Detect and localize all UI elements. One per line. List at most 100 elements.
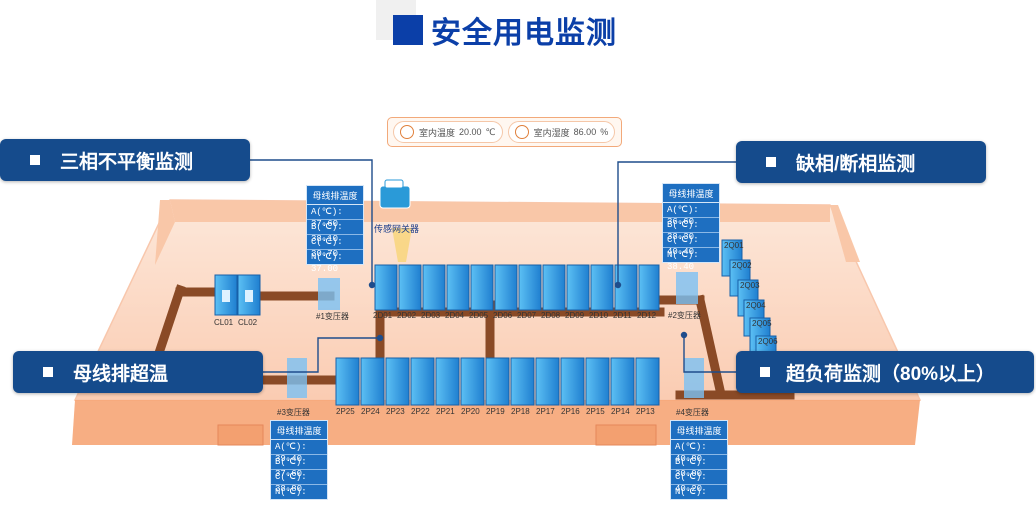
phase-a-temp: A(℃): 37.60	[307, 205, 363, 229]
cabinet-label: 2P23	[386, 407, 405, 416]
cabinet-2p17	[535, 357, 560, 406]
cabinet-label: 2D06	[493, 311, 513, 320]
title-square-icon	[393, 15, 423, 45]
busbar-temp-box-4: 母线排温度 A(℃): 40.80 B(℃): 30.00 C(℃): 40.2…	[670, 420, 728, 509]
phase-a-temp: A(℃): 39.40	[271, 440, 327, 464]
cabinet-2p19	[485, 357, 510, 406]
cabinet-2d10	[590, 264, 614, 311]
cabinet-label: 2P13	[636, 407, 655, 416]
temperature-pill: 室内温度 20.00 ℃	[393, 121, 503, 143]
callout-text: 母线排超温	[73, 363, 169, 385]
bullet-square-icon	[30, 155, 40, 165]
callout-text: 三相不平衡监测	[60, 151, 194, 173]
humidity-icon	[514, 125, 529, 139]
cabinet-label: 2D12	[637, 311, 657, 320]
cabinet-label: 2P19	[486, 407, 505, 416]
transformer-4	[684, 358, 704, 398]
cabinet-2p13	[635, 357, 660, 406]
label-2q05: 2Q05	[752, 319, 772, 328]
callout-text: 超负荷监测（80%以上）	[786, 363, 996, 385]
cabinet-label: 2D11	[613, 311, 632, 320]
temp-box-title: 母线排温度	[271, 421, 327, 440]
busbar-temp-box-2: 母线排温度 A(℃): 36.60 B(℃): 38.30 C(℃): 40.4…	[662, 183, 720, 272]
environment-readout: 室内温度 20.00 ℃ 室内湿度 86.00 %	[387, 117, 622, 147]
cabinet-label: 2P18	[511, 407, 530, 416]
cabinet-2p14	[610, 357, 635, 406]
cabinet-label: 2P15	[586, 407, 605, 416]
cabinet-2p23	[385, 357, 410, 406]
temp-unit: ℃	[485, 126, 496, 137]
label-2q06: 2Q06	[758, 337, 778, 346]
gateway-device	[379, 179, 412, 262]
bullet-square-icon	[43, 367, 53, 377]
cabinet-2p24	[360, 357, 385, 406]
label-cl02: CL02	[238, 318, 258, 327]
label-transformer-1: #1变压器	[316, 312, 349, 321]
temp-box-title: 母线排温度	[663, 184, 719, 203]
cabinet-2d09	[566, 264, 590, 311]
callout-overload: 超负荷监测（80%以上）	[736, 351, 1034, 393]
cabinet-label: 2P17	[536, 407, 555, 416]
humidity-pill: 室内湿度 86.00 %	[507, 121, 616, 143]
callout-text: 缺相/断相监测	[796, 153, 916, 175]
cabinet-row-2d	[374, 264, 660, 311]
transformer-2	[676, 272, 698, 304]
cabinet-label: 2P22	[411, 407, 430, 416]
cabinet-row-2p	[335, 357, 660, 406]
phase-c-temp: C(℃): 38.80	[271, 470, 327, 494]
phase-a-temp: A(℃): 40.80	[671, 440, 727, 464]
phase-n-temp: N(℃): 38.40	[667, 250, 699, 272]
phase-n-temp: N(℃): 38.60	[675, 487, 707, 509]
cabinet-2p15	[585, 357, 610, 406]
phase-b-temp: B(℃): 37.60	[271, 455, 327, 479]
cabinet-2d11	[614, 264, 638, 311]
cabinet-2d03	[422, 264, 446, 311]
page-title: 安全用电监测	[393, 10, 617, 50]
label-transformer-3: #3变压器	[277, 408, 310, 417]
cabinet-label: 2P25	[336, 407, 355, 416]
temp-box-title: 母线排温度	[671, 421, 727, 440]
cabinet-label: 2D03	[421, 311, 441, 320]
phase-a-temp: A(℃): 36.60	[663, 203, 719, 227]
cabinet-label: 2P24	[361, 407, 380, 416]
hum-unit: %	[600, 127, 609, 137]
label-2q02: 2Q02	[732, 261, 752, 270]
temp-value: 20.00	[459, 127, 482, 137]
callout-phase-loss: 缺相/断相监测	[736, 141, 986, 183]
cabinet-label: 2P21	[436, 407, 455, 416]
label-2q03: 2Q03	[740, 281, 760, 290]
hum-value: 86.00	[573, 127, 597, 137]
phase-n-temp: N(℃): 37.20	[275, 487, 307, 509]
bullet-square-icon	[760, 367, 770, 377]
cabinet-2d01	[374, 264, 398, 311]
bottom-row-labels: 2P25 2P24 2P23 2P22 2P21 2P20 2P19 2P18 …	[336, 407, 661, 416]
cabinet-cl02	[237, 274, 261, 316]
phase-b-temp: B(℃): 30.00	[671, 455, 727, 479]
temp-box-title: 母线排温度	[307, 186, 363, 205]
cabinet-label: 2P16	[561, 407, 580, 416]
phase-b-temp: B(℃): 38.30	[663, 218, 719, 242]
cabinet-label: 2D01	[373, 311, 393, 320]
phase-c-temp: C(℃): 30.70	[307, 235, 363, 259]
phase-c-temp: C(℃): 40.40	[663, 233, 719, 257]
cabinet-2d05	[470, 264, 494, 311]
label-2q04: 2Q04	[746, 301, 766, 310]
busbar-temp-box-3: 母线排温度 A(℃): 39.40 B(℃): 37.60 C(℃): 38.8…	[270, 420, 328, 509]
temp-label: 室内温度	[419, 127, 456, 138]
cabinet-label: 2D07	[517, 311, 537, 320]
callout-busbar-overtemp: 母线排超温	[13, 351, 263, 393]
cabinet-2d06	[494, 264, 518, 311]
cabinet-label: 2D02	[397, 311, 417, 320]
bullet-square-icon	[766, 157, 776, 167]
label-transformer-2: #2变压器	[668, 311, 701, 320]
cabinet-label: 2D05	[469, 311, 489, 320]
transformer-3	[287, 358, 307, 398]
cabinet-label: 2P20	[461, 407, 480, 416]
label-2q01: 2Q01	[724, 241, 744, 250]
transformer-1	[318, 278, 340, 310]
page-title-text: 安全用电监测	[431, 17, 617, 50]
callout-three-phase-imbalance: 三相不平衡监测	[0, 139, 250, 181]
label-cl01: CL01	[214, 318, 234, 327]
callout-leader-lines	[250, 159, 736, 373]
